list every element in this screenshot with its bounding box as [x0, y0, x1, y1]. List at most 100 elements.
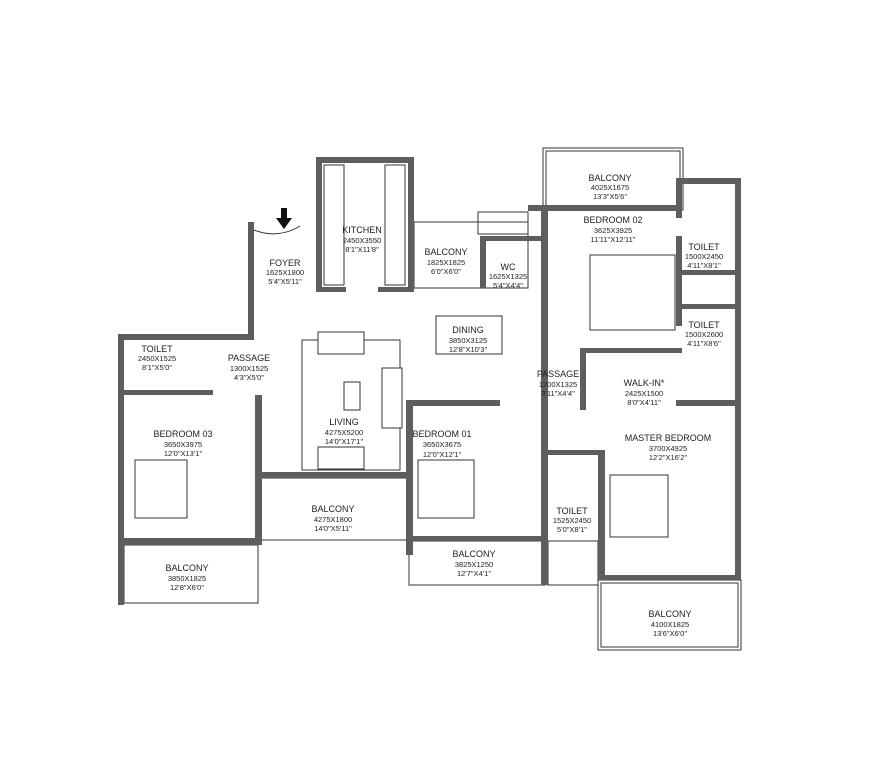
- svg-text:11'11"X12'11": 11'11"X12'11": [591, 235, 636, 244]
- sofa: [317, 446, 365, 470]
- bed-bedroom-01: [417, 459, 475, 519]
- svg-text:1525X2450: 1525X2450: [553, 516, 591, 525]
- svg-text:BEDROOM 02: BEDROOM 02: [583, 215, 642, 225]
- svg-text:12'0"X13'1": 12'0"X13'1": [164, 449, 203, 458]
- svg-text:12'7"X4'1": 12'7"X4'1": [457, 569, 491, 578]
- svg-text:FOYER: FOYER: [269, 258, 301, 268]
- svg-text:12'2"X16'2": 12'2"X16'2": [649, 453, 688, 462]
- svg-text:3850X3125: 3850X3125: [449, 336, 487, 345]
- kitchen-counter: [384, 164, 406, 286]
- svg-text:PASSAGE: PASSAGE: [537, 369, 579, 379]
- svg-text:BALCONY: BALCONY: [311, 504, 354, 514]
- svg-text:3'11"X4'4": 3'11"X4'4": [541, 389, 575, 398]
- svg-text:1200X1325: 1200X1325: [539, 380, 577, 389]
- svg-text:1500X2450: 1500X2450: [685, 252, 723, 261]
- svg-text:2450X3550: 2450X3550: [343, 236, 381, 245]
- svg-text:13'6"X6'0": 13'6"X6'0": [653, 629, 687, 638]
- svg-text:MASTER BEDROOM: MASTER BEDROOM: [625, 433, 712, 443]
- svg-text:PASSAGE: PASSAGE: [228, 353, 270, 363]
- svg-text:TOILET: TOILET: [556, 506, 588, 516]
- svg-text:1500X2600: 1500X2600: [685, 330, 723, 339]
- svg-text:LIVING: LIVING: [329, 417, 359, 427]
- furniture: [134, 164, 676, 538]
- svg-text:BEDROOM 01: BEDROOM 01: [412, 429, 471, 439]
- svg-text:1625X1800: 1625X1800: [266, 268, 304, 277]
- entry-door-swing: [253, 225, 301, 235]
- svg-text:WC: WC: [501, 262, 516, 272]
- svg-text:4275X5200: 4275X5200: [325, 428, 363, 437]
- coffee-table: [343, 381, 361, 411]
- kitchen-counter: [323, 164, 345, 286]
- svg-text:DINING: DINING: [452, 325, 484, 335]
- svg-text:BALCONY: BALCONY: [648, 609, 691, 619]
- svg-text:6'0"X6'0": 6'0"X6'0": [431, 267, 461, 276]
- svg-text:2450X1525: 2450X1525: [138, 354, 176, 363]
- bed-master: [609, 474, 669, 538]
- svg-text:1300X1525: 1300X1525: [230, 364, 268, 373]
- svg-text:12'8"X10'3": 12'8"X10'3": [449, 345, 488, 354]
- svg-text:4275X1800: 4275X1800: [314, 515, 352, 524]
- svg-text:3650X3675: 3650X3675: [423, 440, 461, 449]
- svg-text:BALCONY: BALCONY: [588, 173, 631, 183]
- svg-text:5'4"X4'4": 5'4"X4'4": [493, 281, 523, 290]
- svg-text:12'0"X12'1": 12'0"X12'1": [423, 450, 462, 459]
- svg-text:4'11"X8'6": 4'11"X8'6": [687, 339, 721, 348]
- svg-text:5'4"X5'11": 5'4"X5'11": [268, 277, 302, 286]
- svg-text:3625X3925: 3625X3925: [594, 226, 632, 235]
- sofa: [381, 367, 403, 429]
- svg-text:4025X1675: 4025X1675: [591, 183, 629, 192]
- svg-text:BALCONY: BALCONY: [165, 563, 208, 573]
- arrow-down-icon: [276, 208, 292, 229]
- svg-text:TOILET: TOILET: [141, 344, 173, 354]
- svg-text:BEDROOM 03: BEDROOM 03: [153, 429, 212, 439]
- svg-text:3650X3975: 3650X3975: [164, 440, 202, 449]
- svg-text:14'0"X17'1": 14'0"X17'1": [325, 437, 364, 446]
- svg-text:3825X1250: 3825X1250: [455, 560, 493, 569]
- svg-text:BALCONY: BALCONY: [424, 247, 467, 257]
- svg-text:2425X1500: 2425X1500: [625, 389, 663, 398]
- svg-text:13'3"X5'6": 13'3"X5'6": [593, 192, 627, 201]
- svg-text:8'1"X11'8": 8'1"X11'8": [345, 245, 379, 254]
- svg-text:1625X1325: 1625X1325: [489, 272, 527, 281]
- svg-text:4'3"X5'0": 4'3"X5'0": [234, 373, 264, 382]
- svg-text:1825X1825: 1825X1825: [427, 258, 465, 267]
- svg-text:TOILET: TOILET: [688, 320, 720, 330]
- bed-bedroom-03: [134, 459, 188, 519]
- svg-text:3850X1825: 3850X1825: [168, 574, 206, 583]
- svg-text:3700X4925: 3700X4925: [649, 444, 687, 453]
- svg-text:4100X1825: 4100X1825: [651, 620, 689, 629]
- bed-bedroom-02: [589, 254, 676, 331]
- walls: [118, 157, 741, 605]
- svg-text:BALCONY: BALCONY: [452, 549, 495, 559]
- svg-text:5'0"X8'1": 5'0"X8'1": [557, 525, 587, 534]
- dining-table: [435, 315, 503, 355]
- svg-text:12'8"X6'0": 12'8"X6'0": [170, 583, 204, 592]
- svg-text:14'0"X5'11": 14'0"X5'11": [314, 524, 352, 533]
- svg-text:8'0"X4'11": 8'0"X4'11": [627, 398, 661, 407]
- svg-text:KITCHEN: KITCHEN: [342, 225, 382, 235]
- sofa: [317, 331, 365, 355]
- svg-text:8'1"X5'0": 8'1"X5'0": [142, 363, 172, 372]
